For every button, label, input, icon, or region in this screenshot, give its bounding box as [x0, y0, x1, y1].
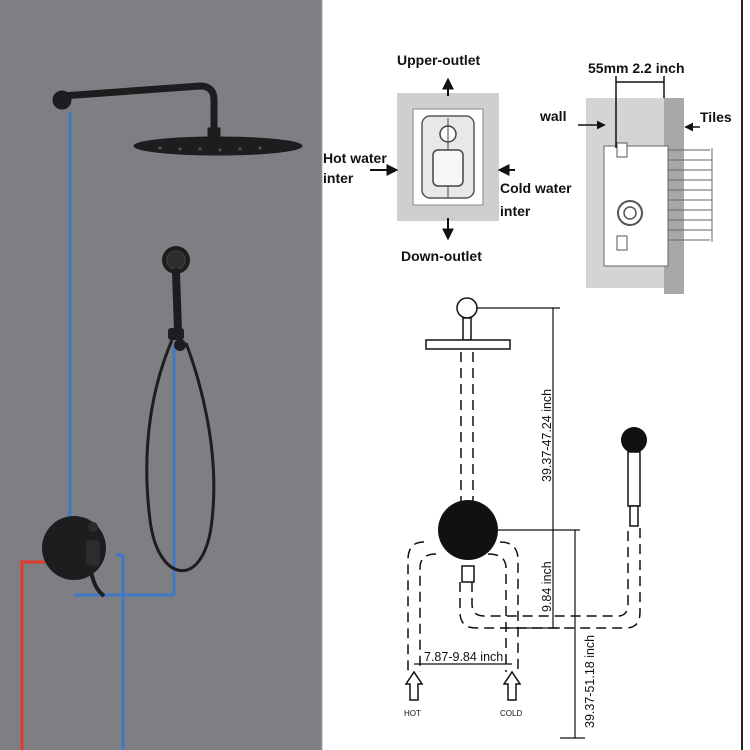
mixer-valve	[42, 516, 106, 598]
flow-arrows	[370, 77, 515, 241]
down-outlet-label: Down-outlet	[401, 248, 482, 264]
hot-label: HOT	[404, 709, 421, 718]
hot-inlet-arrow	[404, 670, 424, 701]
handheld-head-icon	[621, 427, 647, 453]
diagram-background	[322, 0, 750, 750]
head-height-dimension: 39.37-47.24 inch	[540, 389, 554, 482]
wall-label: wall	[539, 108, 566, 124]
wall-depth-dimension	[578, 76, 700, 148]
hot-inlet-label-line2: inter	[323, 170, 354, 186]
shower-head-outline	[425, 339, 511, 350]
cold-inlet-arrow	[502, 670, 522, 701]
rain-head-nozzles	[158, 146, 262, 152]
cold-water-pipes	[68, 112, 176, 750]
valve-to-bend-dimension: 9.84 inch	[540, 561, 554, 612]
cold-inlet-label-line1: Cold water	[500, 180, 572, 196]
wall-depth-label: 55mm 2.2 inch	[588, 60, 685, 76]
cold-label: COLD	[500, 709, 522, 718]
install-drawing: HOT COLD	[404, 297, 647, 718]
cold-inlet-label-line2: inter	[500, 203, 531, 219]
photo-panel	[0, 0, 322, 750]
hot-water-pipe	[20, 560, 50, 750]
wall-section-view	[586, 98, 713, 294]
hot-inlet-label-line1: Hot water	[323, 150, 387, 166]
valve-trim-icon	[438, 500, 498, 560]
dimension-lines	[414, 307, 585, 739]
valve-box-top-view	[397, 93, 499, 221]
tiles-label: Tiles	[700, 109, 732, 125]
handheld-shower	[145, 246, 216, 573]
wall-flange-icon	[456, 297, 478, 319]
floor-to-valve-dimension: 39.37-51.18 inch	[583, 635, 597, 728]
overhead-shower	[52, 82, 303, 156]
inlet-spacing-dimension: 7.87-9.84 inch	[424, 650, 503, 664]
upper-outlet-label: Upper-outlet	[397, 52, 481, 68]
